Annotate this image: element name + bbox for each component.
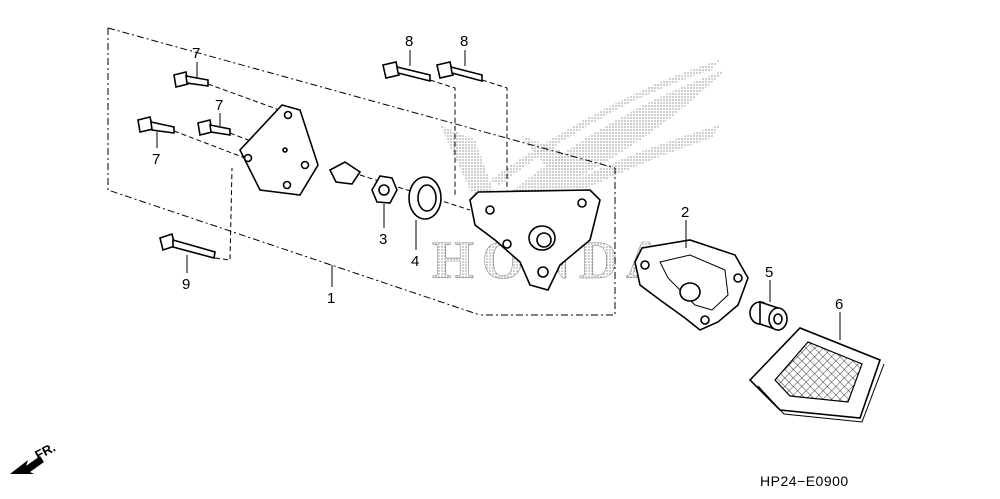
strainer-6 xyxy=(748,327,885,423)
callout-5: 5 xyxy=(765,264,773,281)
bolt-7-left xyxy=(137,116,246,159)
callout-2: 2 xyxy=(681,204,689,221)
callout-6: 6 xyxy=(835,296,843,313)
callout-4: 4 xyxy=(411,253,419,270)
callout-7-top: 7 xyxy=(192,45,200,62)
front-arrow: FR. xyxy=(10,440,58,474)
pump-body xyxy=(469,189,601,291)
callout-leaders xyxy=(156,50,841,340)
inner-rotor-3 xyxy=(371,175,398,204)
callout-8-right: 8 xyxy=(460,33,468,50)
callout-3: 3 xyxy=(379,231,387,248)
outer-rotor-4 xyxy=(408,176,442,220)
bolt-7-middle xyxy=(197,119,301,161)
pump-cover-plate xyxy=(239,104,319,196)
callout-9: 9 xyxy=(182,276,190,293)
callout-8-left: 8 xyxy=(405,33,413,50)
diagram-code: HP24−E0900 xyxy=(760,473,849,489)
collar-5 xyxy=(749,300,788,332)
pump-shaft xyxy=(328,161,471,211)
bolt-9 xyxy=(159,167,233,261)
callout-7-middle: 7 xyxy=(215,97,223,114)
assembly-outline xyxy=(107,27,616,316)
gasket-2 xyxy=(634,239,749,331)
callout-1: 1 xyxy=(327,290,335,307)
bolt-8-right xyxy=(436,61,508,190)
bolt-7-top xyxy=(173,71,286,113)
callout-labels: 7 7 7 8 8 9 1 3 4 2 5 6 xyxy=(152,33,843,313)
bolt-8-left xyxy=(382,61,456,197)
callout-7-left: 7 xyxy=(152,151,160,168)
